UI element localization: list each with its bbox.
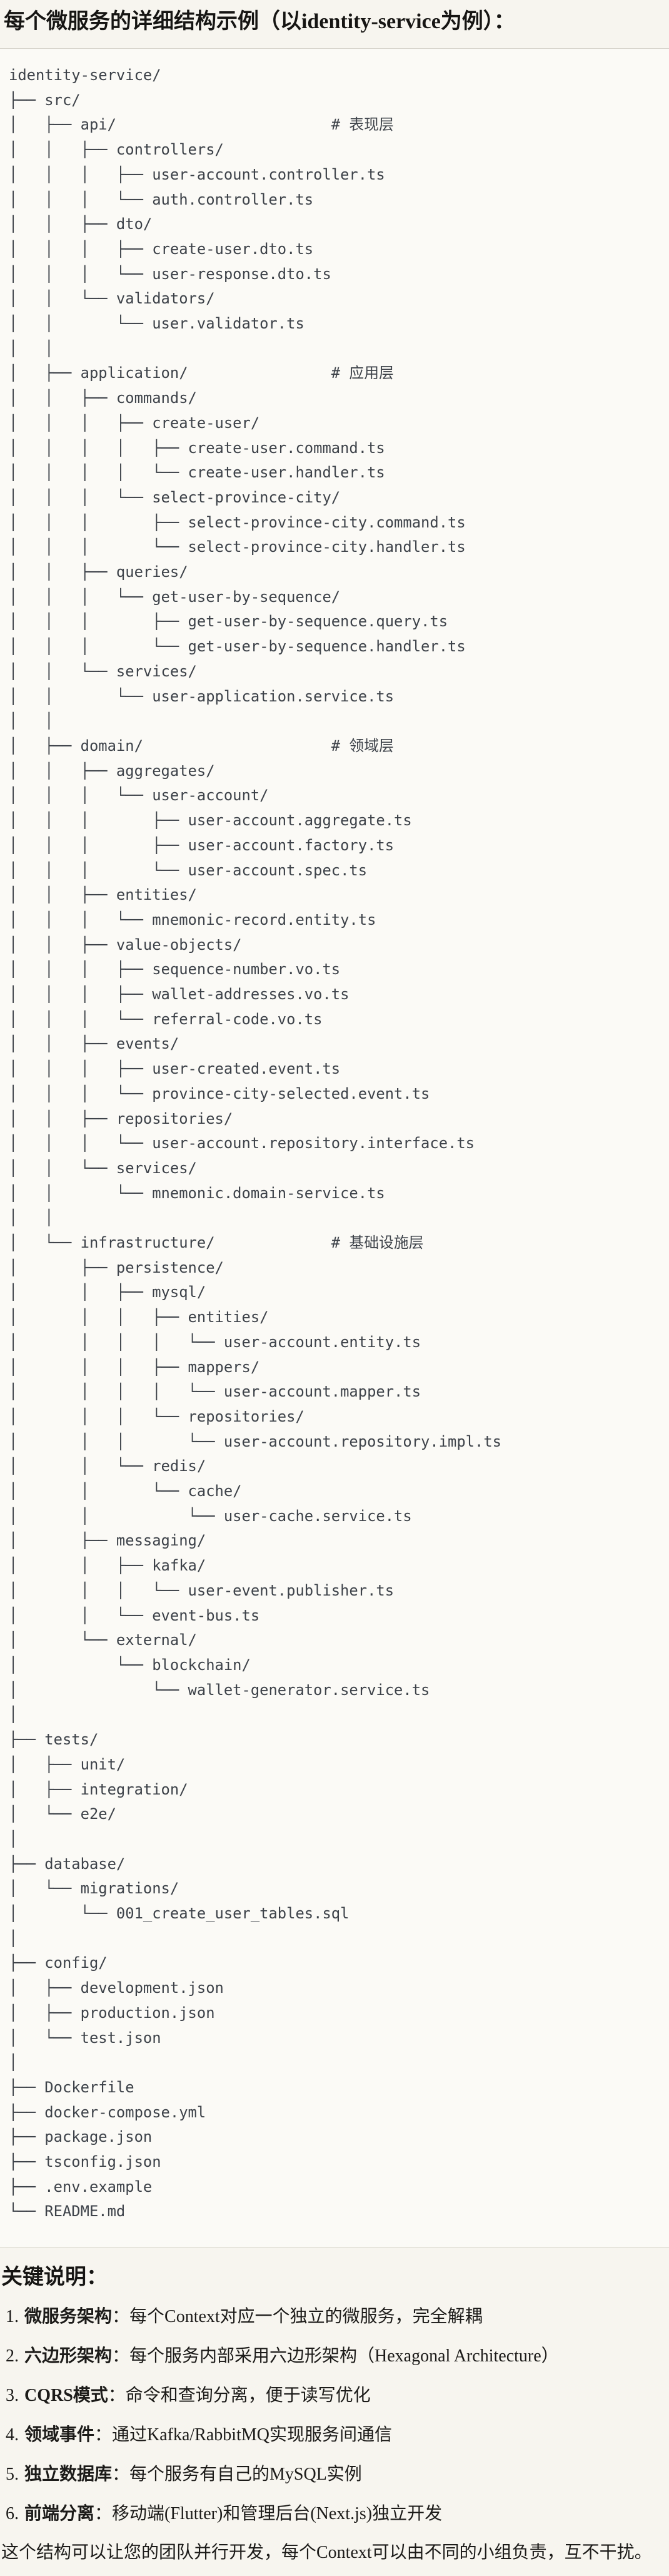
list-item: 3.CQRS模式：命令和查询分离，便于读写优化 <box>1 2384 663 2408</box>
page-title: 每个微服务的详细结构示例（以identity-service为例）： <box>4 10 515 33</box>
list-item-number: 6. <box>6 2504 19 2524</box>
code-block: identity-service/ ├── src/ │ ├── api/ # … <box>0 48 669 2248</box>
list-item-label: 前端分离 <box>24 2504 95 2524</box>
list-item-text: ：移动端(Flutter)和管理后台(Next.js)独立开发 <box>94 2504 443 2524</box>
list-item-text: ：通过Kafka/RabbitMQ实现服务间通信 <box>94 2425 392 2445</box>
list-item-text: ：命令和查询分离，便于读写优化 <box>108 2386 371 2406</box>
list-item-text: ：每个Context对应一个独立的微服务，完全解耦 <box>112 2307 483 2327</box>
closing-note: 这个结构可以让您的团队并行开发，每个Context可以由不同的小组负责，互不干扰… <box>1 2543 652 2563</box>
list-item-number: 1. <box>6 2307 19 2327</box>
key-notes-list: 1.微服务架构：每个Context对应一个独立的微服务，完全解耦 2.六边形架构… <box>1 2305 663 2526</box>
list-item-number: 4. <box>6 2425 19 2445</box>
list-item-label: 领域事件 <box>24 2425 95 2445</box>
directory-tree: identity-service/ ├── src/ │ ├── api/ # … <box>9 66 501 2221</box>
list-item: 2.六边形架构：每个服务内部采用六边形架构（Hexagonal Architec… <box>1 2344 663 2368</box>
list-item-label: 微服务架构 <box>24 2307 113 2327</box>
list-item: 1.微服务架构：每个Context对应一个独立的微服务，完全解耦 <box>1 2305 663 2329</box>
list-item-text: ：每个服务有自己的MySQL实例 <box>112 2465 362 2485</box>
list-item-number: 5. <box>6 2465 19 2485</box>
list-item-number: 2. <box>6 2346 19 2366</box>
list-item-label: 六边形架构 <box>24 2346 113 2366</box>
list-item-label: 独立数据库 <box>24 2465 113 2485</box>
list-item-number: 3. <box>6 2386 19 2406</box>
list-item: 6.前端分离：移动端(Flutter)和管理后台(Next.js)独立开发 <box>1 2502 663 2526</box>
list-item: 4.领域事件：通过Kafka/RabbitMQ实现服务间通信 <box>1 2423 663 2447</box>
list-item: 5.独立数据库：每个服务有自己的MySQL实例 <box>1 2463 663 2487</box>
list-item-label: CQRS模式 <box>24 2386 108 2406</box>
list-item-text: ：每个服务内部采用六边形架构（Hexagonal Architecture） <box>112 2346 559 2366</box>
key-notes-heading: 关键说明： <box>1 2266 108 2289</box>
key-notes-section: 关键说明： 1.微服务架构：每个Context对应一个独立的微服务，完全解耦 2… <box>0 2265 669 2565</box>
